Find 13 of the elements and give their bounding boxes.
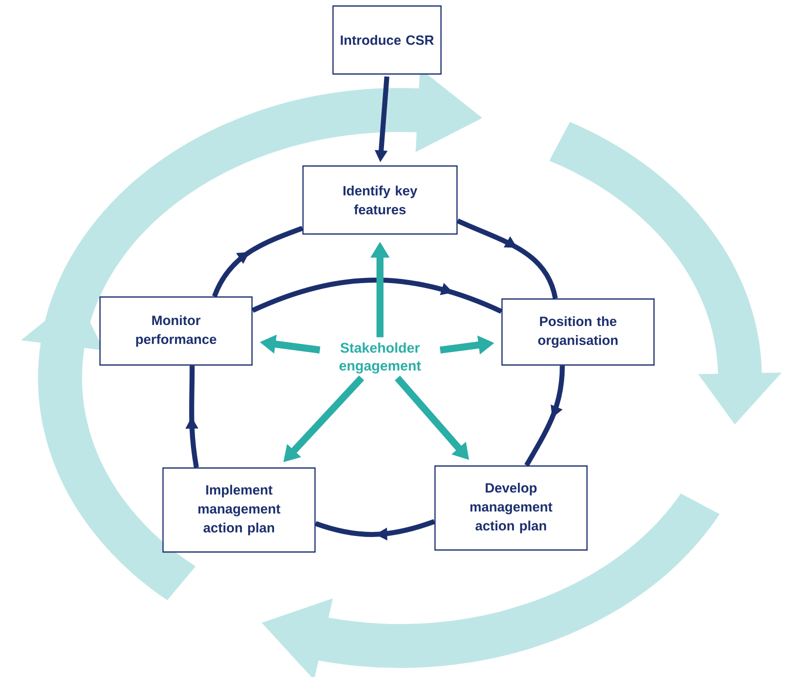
process-box: Identify key features bbox=[302, 165, 458, 235]
process-box: Introduce CSR bbox=[332, 5, 442, 75]
process-box: Develop management action plan bbox=[434, 465, 588, 551]
process-box: Implement management action plan bbox=[162, 467, 316, 553]
process-box: Monitor performance bbox=[99, 296, 253, 366]
arrow bbox=[252, 278, 502, 314]
arrow bbox=[524, 366, 565, 467]
process-box: Position the organisation bbox=[501, 298, 655, 366]
center-label: Stakeholder engagement bbox=[339, 342, 421, 374]
arrow bbox=[314, 519, 436, 541]
arrow bbox=[456, 218, 558, 300]
arrow bbox=[212, 226, 304, 298]
arrow bbox=[185, 366, 199, 468]
